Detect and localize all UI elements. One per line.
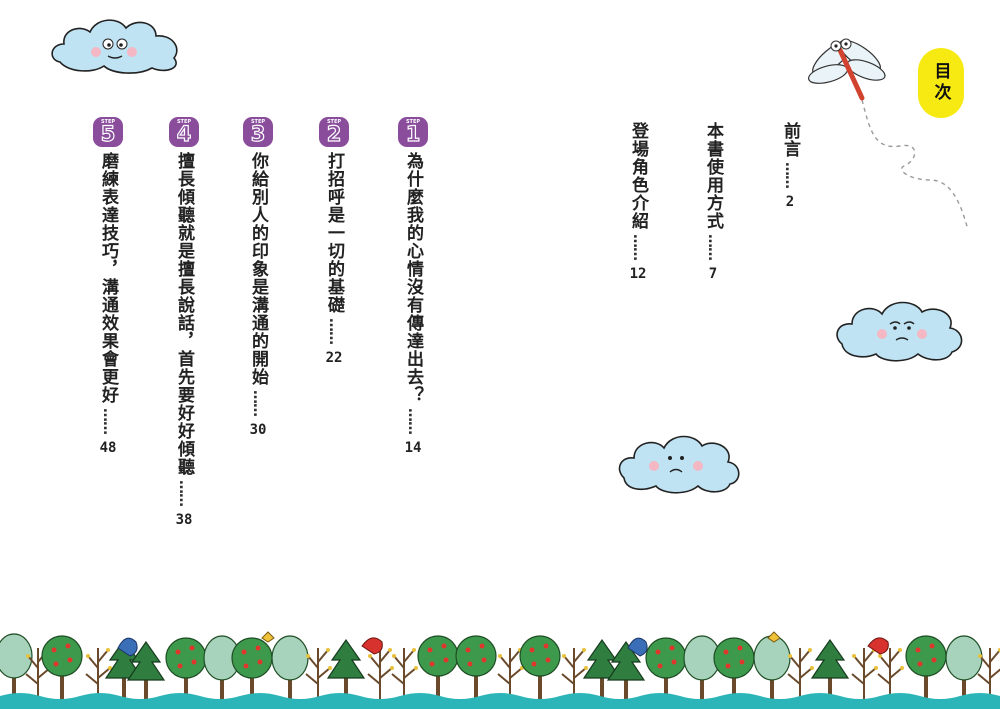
leader-dots: …… bbox=[405, 408, 421, 434]
page-number: 12 bbox=[629, 266, 647, 282]
cloud-illustration-right bbox=[836, 301, 963, 362]
step-badge-label: STEP bbox=[176, 119, 192, 125]
step-badge-label: STEP bbox=[100, 119, 116, 125]
step-badge-5: STEP 5 bbox=[93, 117, 123, 147]
toc-heading: 目次 bbox=[918, 48, 964, 118]
toc-entry-title: 登場角色介紹 bbox=[628, 122, 648, 230]
page-number: 14 bbox=[404, 440, 422, 456]
step-badge-number: 2 bbox=[326, 122, 342, 146]
toc-entry-step-4[interactable]: 擅長傾聽就是擅長說話，首先要好好傾聽 …… 38 bbox=[171, 152, 197, 528]
toc-entry-title: 打招呼是一切的基礎 bbox=[324, 152, 344, 314]
step-badge-number: 4 bbox=[176, 122, 192, 146]
toc-entry-title: 前言 bbox=[780, 122, 800, 158]
toc-entry-characters[interactable]: 登場角色介紹 …… 12 bbox=[625, 122, 651, 282]
step-badge-2: STEP 2 bbox=[319, 117, 349, 147]
toc-entry-step-5[interactable]: 磨練表達技巧，溝通效果會更好 …… 48 bbox=[95, 152, 121, 456]
page-number: 38 bbox=[175, 512, 193, 528]
toc-heading-text: 目次 bbox=[930, 62, 951, 104]
toc-entry-title: 你給別人的印象是溝通的開始 bbox=[248, 152, 268, 386]
step-badge-label: STEP bbox=[405, 119, 421, 125]
page-number: 7 bbox=[708, 266, 718, 282]
leader-dots: …… bbox=[176, 480, 192, 506]
toc-entry-how-to-use[interactable]: 本書使用方式 …… 7 bbox=[700, 122, 726, 282]
step-badge-4: STEP 4 bbox=[169, 117, 199, 147]
step-badge-number: 5 bbox=[100, 122, 116, 146]
leader-dots: …… bbox=[705, 234, 721, 260]
step-badge-3: STEP 3 bbox=[243, 117, 273, 147]
step-badge-label: STEP bbox=[326, 119, 342, 125]
cloud-illustration-top-left bbox=[51, 19, 178, 74]
page-number: 22 bbox=[325, 350, 343, 366]
step-badge-label: STEP bbox=[250, 119, 266, 125]
toc-entry-title: 擅長傾聽就是擅長說話，首先要好好傾聽 bbox=[174, 152, 194, 476]
page-number: 2 bbox=[785, 194, 795, 210]
cloud-illustration-middle bbox=[618, 435, 740, 494]
page-number: 48 bbox=[99, 440, 117, 456]
step-badge-1: STEP 1 bbox=[398, 117, 428, 147]
page-number: 30 bbox=[249, 422, 267, 438]
leader-dots: …… bbox=[250, 390, 266, 416]
step-badge-number: 1 bbox=[405, 122, 421, 146]
leader-dots: …… bbox=[326, 318, 342, 344]
leader-dots: …… bbox=[100, 408, 116, 434]
toc-entry-preface[interactable]: 前言 …… 2 bbox=[777, 122, 803, 210]
toc-entry-title: 磨練表達技巧，溝通效果會更好 bbox=[98, 152, 118, 404]
leader-dots: …… bbox=[630, 234, 646, 260]
toc-entry-title: 為什麼我的心情沒有傳達出去？ bbox=[403, 152, 423, 404]
toc-entry-step-1[interactable]: 為什麼我的心情沒有傳達出去？ …… 14 bbox=[400, 152, 426, 456]
forest-border-illustration bbox=[0, 620, 1000, 709]
toc-entry-title: 本書使用方式 bbox=[703, 122, 723, 230]
toc-entry-step-3[interactable]: 你給別人的印象是溝通的開始 …… 30 bbox=[245, 152, 271, 438]
leader-dots: …… bbox=[782, 162, 798, 188]
toc-entry-step-2[interactable]: 打招呼是一切的基礎 …… 22 bbox=[321, 152, 347, 366]
step-badge-number: 3 bbox=[250, 122, 266, 146]
dragonfly-illustration bbox=[807, 38, 969, 231]
